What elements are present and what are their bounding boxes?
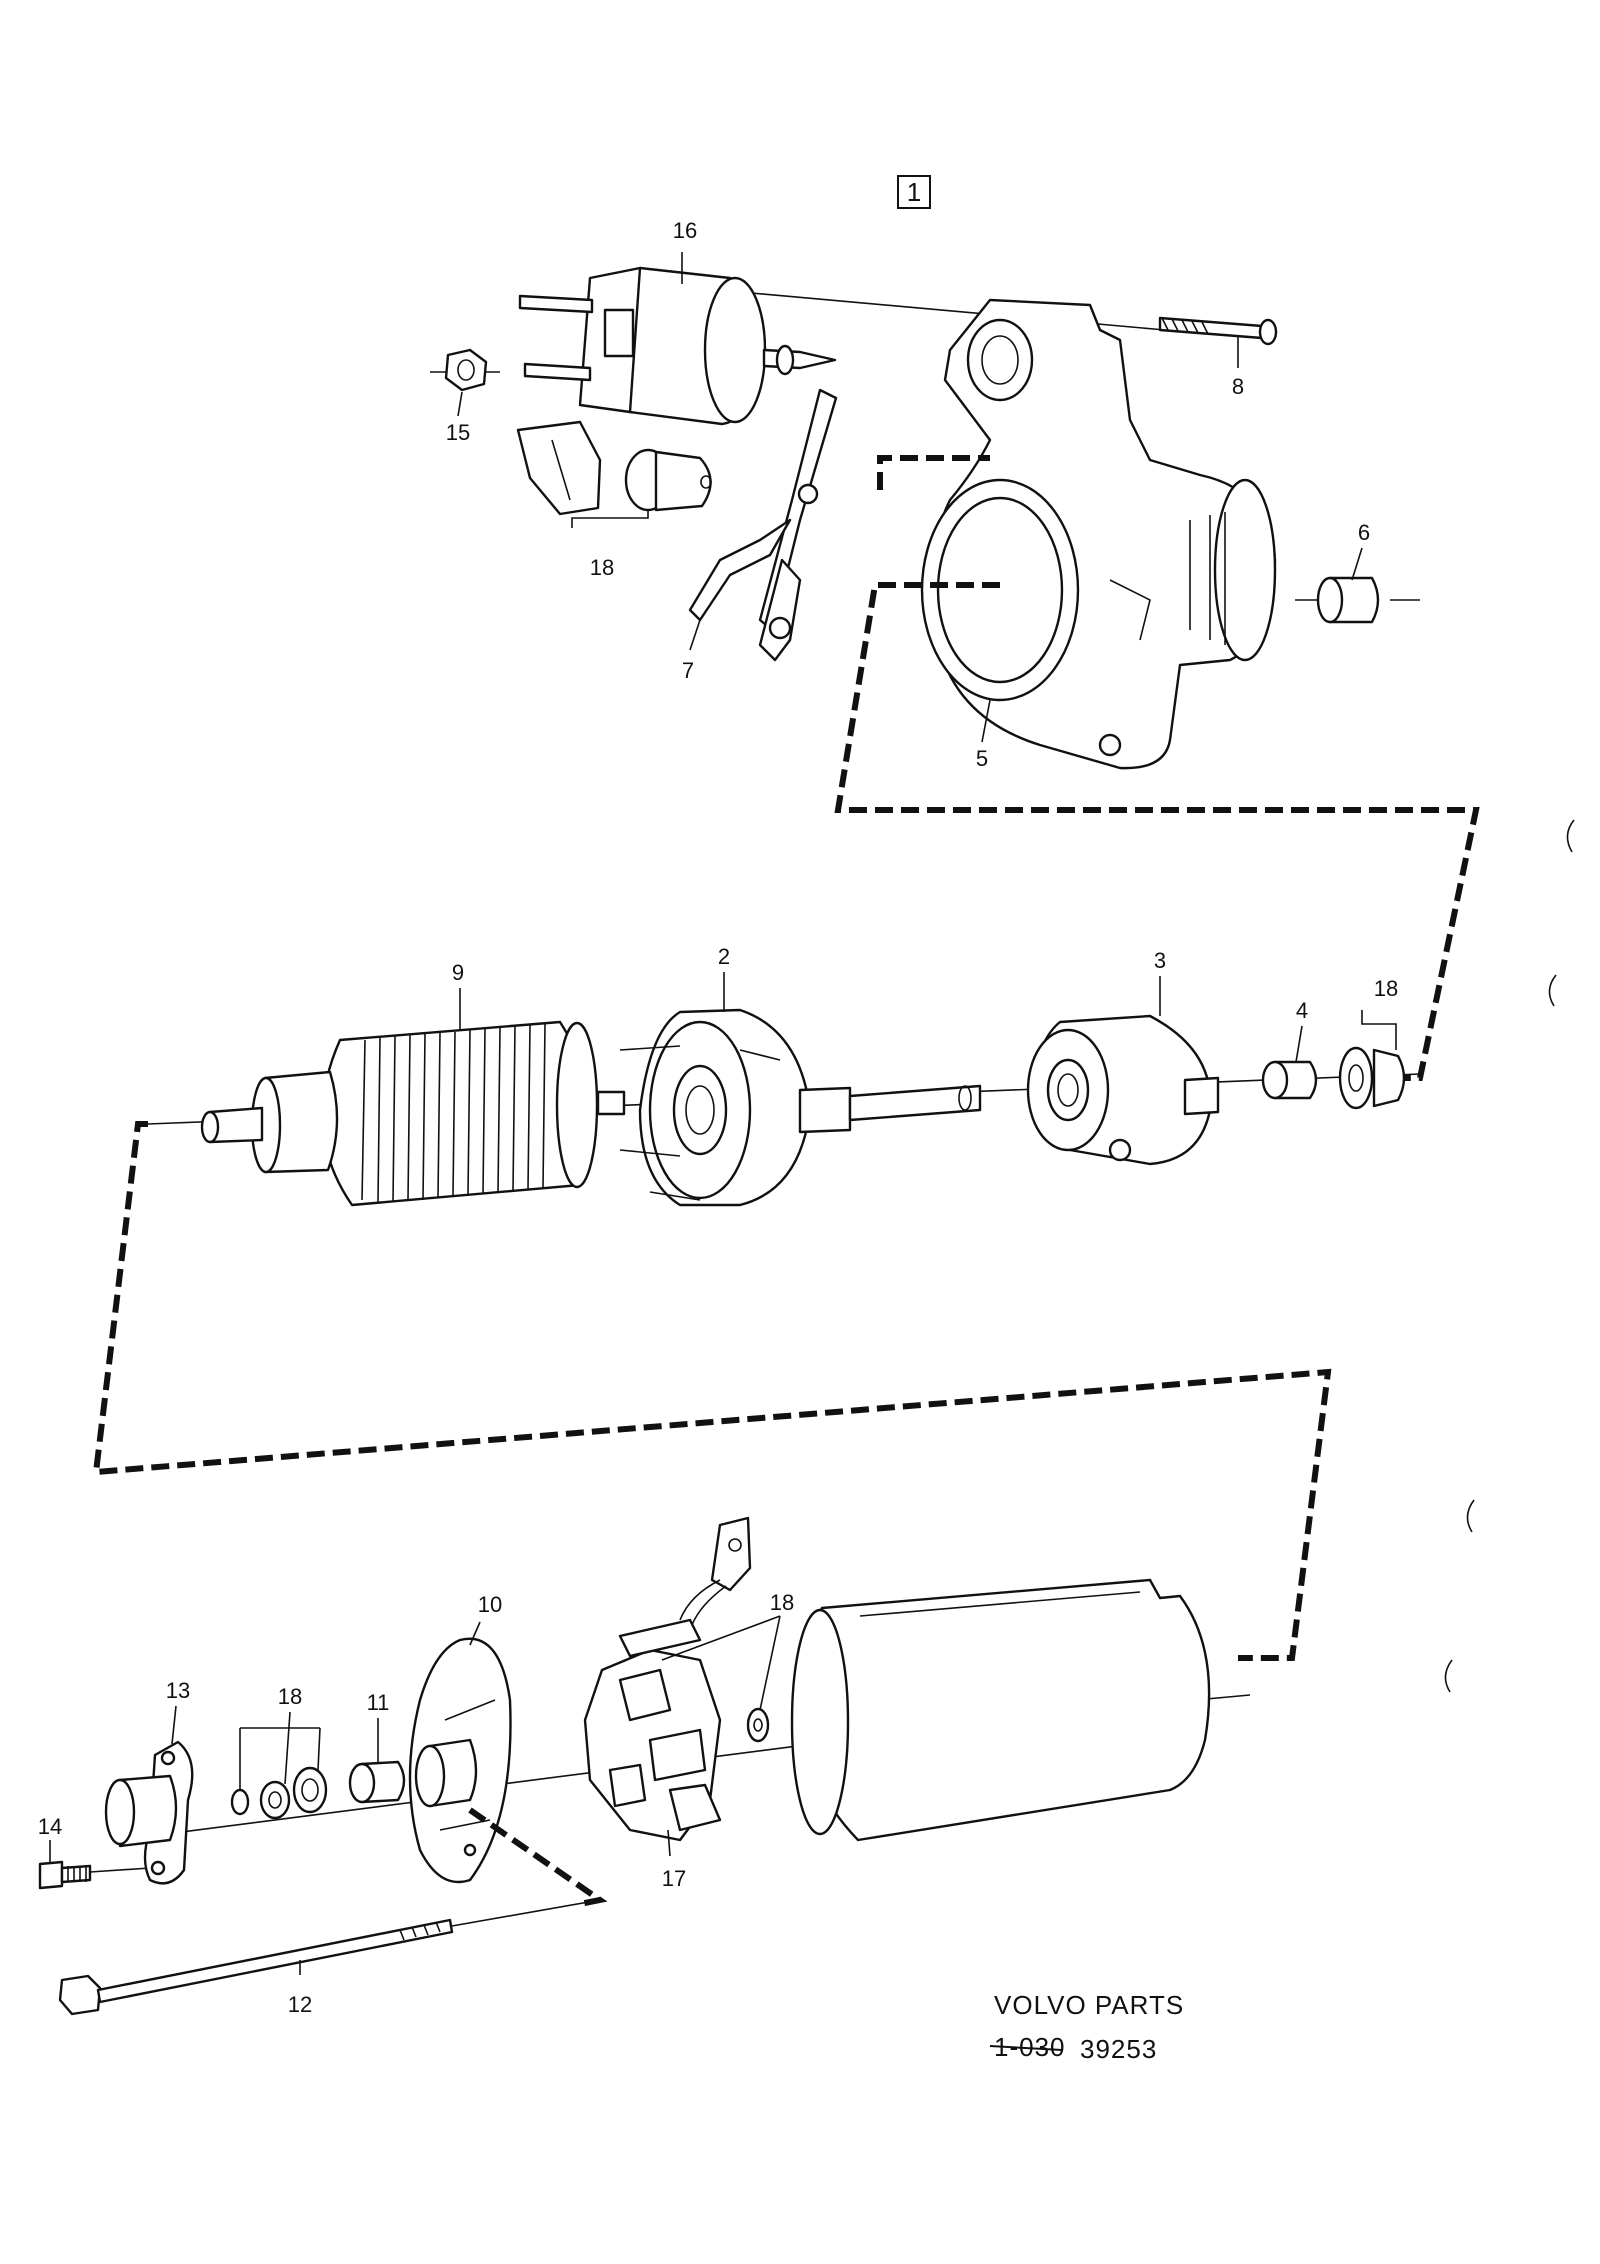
callout-10: 10 <box>478 1592 502 1617</box>
washer-part-18-right <box>746 1707 770 1743</box>
solenoid-part-16 <box>518 266 837 426</box>
leader-4 <box>1295 1025 1303 1063</box>
callout-13: 13 <box>166 1678 190 1703</box>
leader-7 <box>689 619 701 651</box>
callout-14: 14 <box>38 1814 62 1839</box>
callout-7: 7 <box>682 658 694 683</box>
leader-15 <box>457 391 463 417</box>
nut-part-15 <box>444 348 488 392</box>
figure-number-box: 1 <box>897 175 931 209</box>
callout-11: 11 <box>367 1690 390 1715</box>
margin-marks <box>1444 819 1575 1693</box>
callout-18-right: 18 <box>770 1590 794 1615</box>
armature-part-9 <box>200 1020 626 1207</box>
bushing-part-4 <box>1261 1060 1318 1100</box>
leader-18-right <box>661 1615 781 1711</box>
callout-12: 12 <box>288 1992 312 2017</box>
intermediate-bearing-part-2 <box>619 1008 982 1207</box>
axis-solenoid-bolt <box>739 291 1166 331</box>
callout-9: 9 <box>452 960 464 985</box>
footer-brand: VOLVO PARTS <box>994 1990 1184 2020</box>
bushing-part-11 <box>348 1760 406 1804</box>
callout-8: 8 <box>1232 374 1244 399</box>
callout-15: 15 <box>446 420 470 445</box>
strike-line <box>989 2045 1063 2051</box>
end-shield-part-10 <box>408 1637 512 1884</box>
end-cap-part-13 <box>104 1740 194 1885</box>
callout-16: 16 <box>673 218 697 243</box>
callout-3: 3 <box>1154 948 1166 973</box>
shift-fork-part-7 <box>688 388 838 662</box>
callout-4: 4 <box>1296 998 1308 1023</box>
leader-13 <box>171 1705 177 1745</box>
bushing-part-6 <box>1295 576 1420 624</box>
leader-5 <box>981 699 991 743</box>
brush-holder-part-17 <box>583 1516 752 1842</box>
callout-5: 5 <box>976 746 988 771</box>
washers-part-18-bottom <box>230 1766 328 1820</box>
through-bolt-part-12 <box>58 1899 601 2016</box>
leader-18-middle <box>1361 1010 1397 1050</box>
drive-pinion-part-3 <box>1026 1014 1220 1166</box>
callout-6: 6 <box>1358 520 1370 545</box>
link-housing-pinion <box>834 582 1480 1081</box>
callout-18-middle: 18 <box>1374 976 1398 1001</box>
link-armature-frame <box>92 1121 1332 1661</box>
stop-ring-part-18-middle <box>1338 1046 1406 1110</box>
leader-10 <box>469 1621 481 1646</box>
leader-18-bottom <box>239 1711 321 1790</box>
footer-reference: VOLVO PARTS 1-030 39253 <box>989 1990 1184 2064</box>
footer-ref-number: 39253 <box>1080 2034 1157 2064</box>
figure-number: 1 <box>907 177 921 207</box>
leader-18-top <box>571 510 649 528</box>
screw-part-14 <box>38 1860 151 1890</box>
callout-2: 2 <box>718 944 730 969</box>
bolt-part-8 <box>1158 316 1278 346</box>
field-frame-yoke <box>790 1578 1211 1842</box>
leader-6 <box>1351 547 1363 581</box>
callout-17: 17 <box>662 1866 686 1891</box>
link-fork-housing <box>877 455 990 490</box>
leader-17 <box>667 1829 671 1857</box>
holder-part-18-top <box>516 420 712 516</box>
callout-18-top: 18 <box>590 555 614 580</box>
callout-18-bottom: 18 <box>278 1684 302 1709</box>
drive-end-housing-part-5 <box>920 298 1277 770</box>
